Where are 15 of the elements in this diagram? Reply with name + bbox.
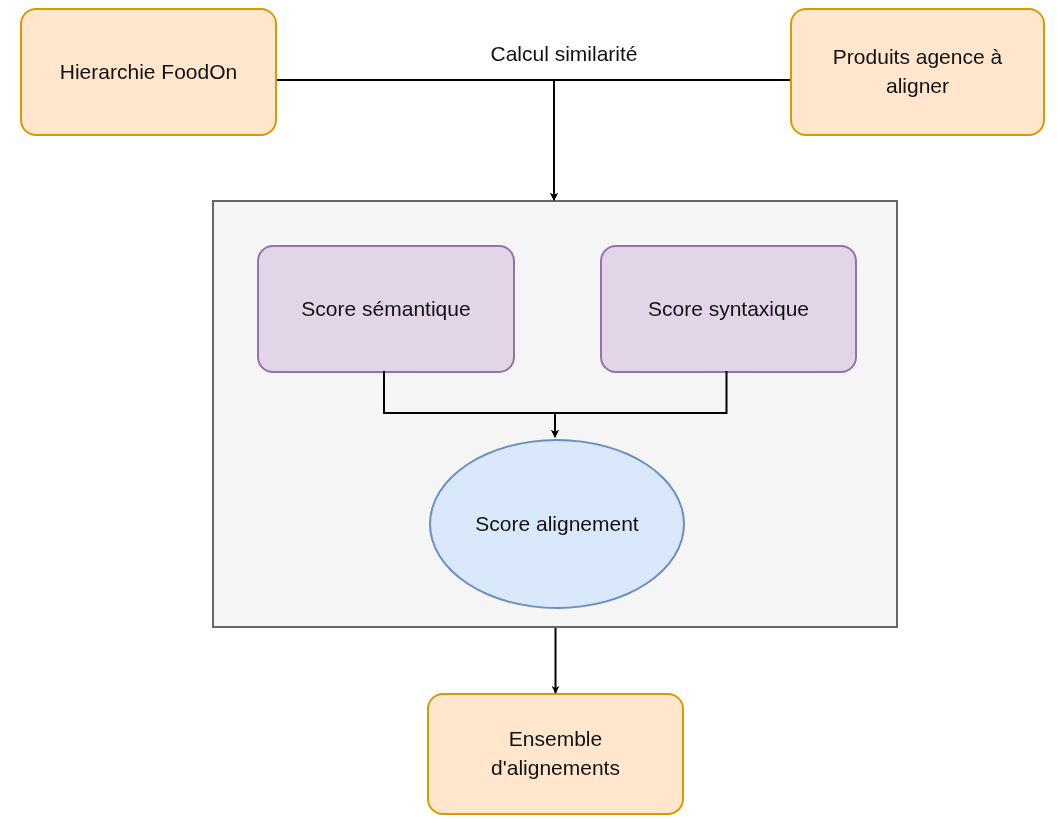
container-box (212, 200, 898, 628)
process-box (427, 693, 684, 815)
process-box (600, 245, 857, 373)
node-label: Ensemble d'alignements (490, 726, 621, 781)
node-label: Hierarchie FoodOn (58, 58, 239, 85)
node-label: Score alignement (474, 510, 640, 537)
arrow (550, 79, 791, 201)
process-box (257, 245, 515, 373)
node-label: Score syntaxique (646, 295, 811, 322)
node-label: Score sémantique (300, 295, 472, 322)
arrow (551, 627, 560, 694)
process-box (20, 8, 277, 136)
node-label: Produits agence à aligner (831, 44, 1004, 99)
process-box (790, 8, 1045, 136)
arrow (551, 370, 728, 438)
